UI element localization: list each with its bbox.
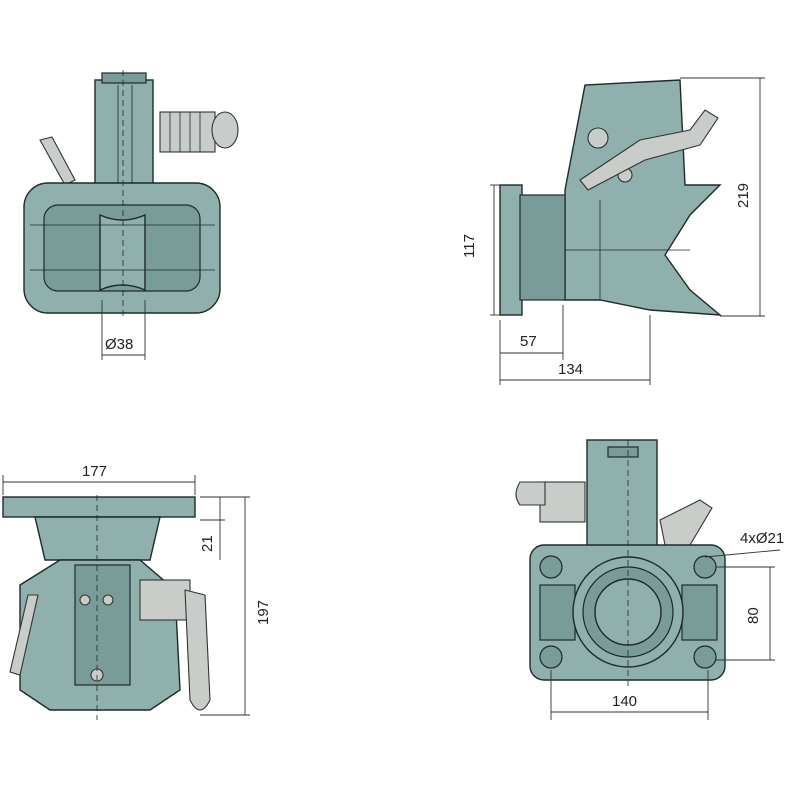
dim-length: 134 [558, 361, 583, 378]
flange-pocket [539, 584, 576, 641]
side-view: 117 57 134 219 [461, 77, 765, 385]
mount-hole [539, 645, 563, 669]
dim-holes: 4xØ21 [740, 530, 784, 547]
lever [659, 499, 713, 546]
column-cap [101, 72, 147, 84]
dim-rear-height: 197 [255, 600, 272, 625]
bolt [79, 594, 91, 606]
spring-cap [515, 481, 546, 506]
flange-pocket [681, 584, 718, 641]
rear-neck [34, 516, 161, 561]
spring-cap [211, 111, 239, 149]
dim-pin-diameter: Ø38 [105, 336, 133, 353]
coupling-pin [99, 213, 146, 292]
dim-total-height: 219 [735, 183, 752, 208]
mount-hole [693, 645, 717, 669]
column-cap [607, 446, 639, 458]
side-body [564, 79, 723, 316]
lever [39, 136, 76, 186]
mount-column [94, 79, 154, 191]
dim-hole-spacing-v: 80 [745, 607, 762, 624]
spring [139, 579, 191, 621]
jaw-housing [519, 194, 566, 301]
jaw-plate [499, 184, 523, 316]
rear-jaw [74, 564, 131, 686]
dim-hole-spacing-h: 140 [612, 693, 637, 710]
mount-hole [539, 555, 563, 579]
top-column [586, 439, 658, 551]
mount-hole [693, 555, 717, 579]
mount-plate [2, 496, 196, 518]
pivot-bolt [587, 127, 609, 149]
side-lever [579, 109, 719, 191]
front-view: Ø38 [23, 70, 239, 360]
dim-plate-offset: 21 [199, 535, 216, 552]
lever [9, 594, 39, 676]
top-view: 4xØ21 80 140 [515, 439, 784, 720]
handle [184, 589, 211, 711]
spring [159, 111, 216, 153]
rear-view: 177 21 197 [2, 463, 272, 720]
dim-jaw-height: 117 [461, 234, 478, 258]
dim-offset: 57 [520, 333, 537, 350]
dim-plate-width: 177 [82, 463, 107, 480]
spring [539, 481, 586, 523]
bolt [102, 594, 114, 606]
